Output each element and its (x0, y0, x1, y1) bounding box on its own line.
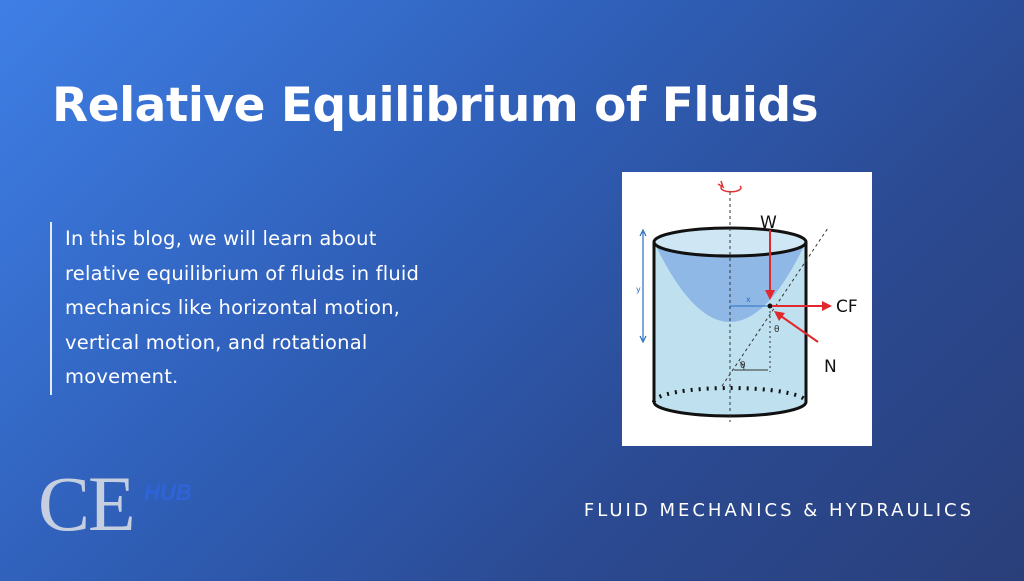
angle-arc (739, 361, 745, 371)
rotating-cylinder-diagram: y x θ θ W CF N (622, 172, 872, 446)
normal-force-label: N (824, 357, 837, 377)
logo-hub-text: HUB (144, 480, 192, 505)
normal-force-arrow (777, 313, 819, 343)
surface-point (767, 303, 773, 309)
intro-text: In this blog, we will learn about relati… (50, 222, 445, 395)
logo-ce-text: CE (38, 460, 136, 547)
y-dimension-arrows (639, 228, 647, 344)
normal-force-arrowhead (774, 311, 785, 321)
weight-label: W (760, 213, 777, 233)
cehub-logo: CE HUB (38, 460, 218, 547)
y-label: y (636, 285, 641, 294)
tangent-line (721, 227, 829, 387)
diagram-svg: y x θ θ W CF N (636, 180, 858, 422)
centrifugal-force-label: CF (836, 297, 858, 317)
rotation-arrowhead (717, 180, 725, 189)
category-label: FLUID MECHANICS & HYDRAULICS (583, 500, 974, 521)
theta-top-label: θ (774, 325, 780, 335)
rotation-arrow-icon (720, 185, 742, 193)
x-label: x (746, 295, 751, 304)
page-title: Relative Equilibrium of Fluids (52, 78, 819, 133)
centrifugal-force-arrowhead (822, 301, 832, 311)
theta-bottom-label: θ (740, 361, 746, 371)
weight-arrowhead (765, 290, 775, 300)
